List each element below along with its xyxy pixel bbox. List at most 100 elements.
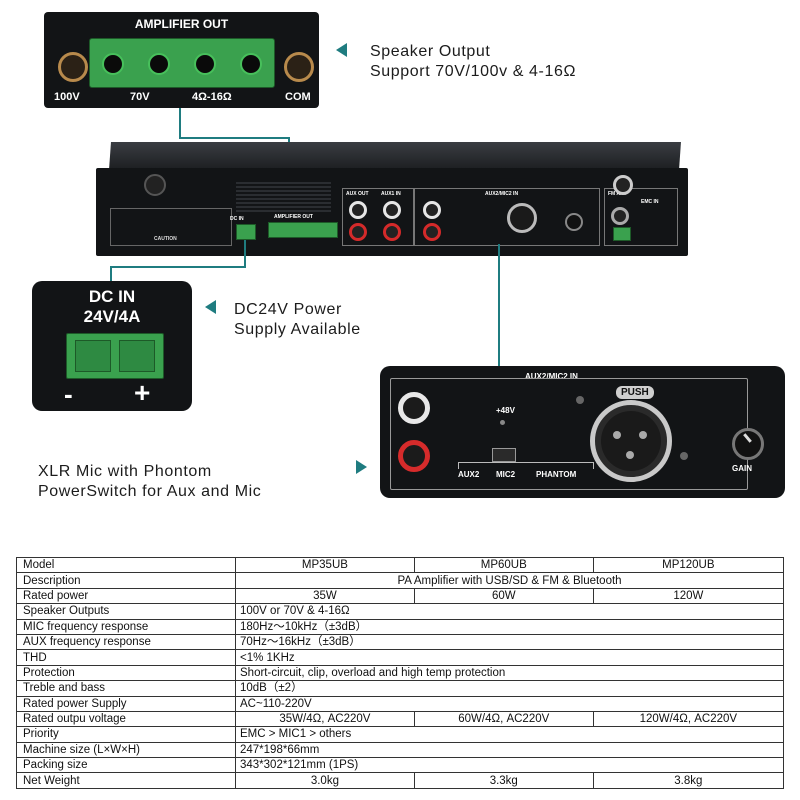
- speaker-callout-line1: Speaker Output: [370, 43, 491, 60]
- row-value: 60W/4Ω, AC220V: [413, 710, 594, 728]
- device-rear-panel: CAUTION DC IN AMPLIFIER OUT AUX OUT AUX1…: [96, 168, 688, 256]
- row-value: 180Hz～10kHz（±3dB）: [235, 618, 784, 635]
- terminal-screw-3: [194, 53, 216, 75]
- device-gain-knob: [565, 213, 583, 231]
- rca-white-3: [423, 201, 441, 219]
- jack-right: [284, 52, 314, 82]
- amp-terminal-block: [89, 38, 275, 88]
- power-callout-line2: Supply Available: [234, 321, 361, 338]
- row-label: Protection: [16, 664, 236, 682]
- xlr-callout-line2: PowerSwitch for Aux and Mic: [38, 483, 262, 500]
- row-label: MIC frequency response: [16, 618, 236, 635]
- rca-red-1: [349, 223, 367, 241]
- gain-knob[interactable]: [732, 428, 764, 460]
- row-label: Rated power: [16, 587, 236, 605]
- phantom-voltage-label: +48V: [496, 406, 515, 415]
- power-cord: [144, 174, 166, 196]
- connector-line: [110, 266, 246, 268]
- row-label: Model: [16, 556, 236, 574]
- push-label: PUSH: [616, 386, 654, 399]
- mic-panel-closeup: AUX2/MIC2 IN +48V AUX2 MIC2 PHANTOM PUSH…: [380, 366, 785, 498]
- row-value: 3.0kg: [235, 772, 415, 789]
- row-label: AUX frequency response: [16, 633, 236, 651]
- row-value: 120W: [592, 587, 785, 605]
- vent-grille: [236, 182, 331, 212]
- fm-emc-panel: FM ANT EMC IN: [604, 175, 678, 246]
- emc-in-label: EMC IN: [641, 199, 659, 205]
- dc-in-closeup: DC IN 24V/4A - +: [32, 281, 192, 411]
- row-label: Machine size (L×W×H): [16, 741, 236, 759]
- emc-jack: [611, 207, 629, 225]
- device-dc-terminal: [236, 224, 256, 240]
- row-value: 10dB（±2）: [235, 680, 784, 697]
- dc-terminal-slot-right: [119, 340, 155, 372]
- row-value: <1% 1KHz: [235, 649, 784, 666]
- row-label: THD: [16, 649, 236, 666]
- rca-white-1: [349, 201, 367, 219]
- row-label: Priority: [16, 726, 236, 743]
- table-row: THD<1% 1KHz: [16, 649, 784, 666]
- dc-plus-label: +: [134, 377, 151, 408]
- row-label: Packing size: [16, 757, 236, 774]
- row-value: AC~110-220V: [235, 695, 784, 712]
- rca-red-jack: [398, 440, 430, 472]
- row-label: Net Weight: [16, 772, 236, 789]
- row-label: Description: [16, 572, 236, 589]
- dc-terminal-block: [66, 333, 164, 379]
- xlr-pin: [626, 451, 634, 459]
- row-value: EMC > MIC1 > others: [235, 726, 784, 743]
- terminal-label-com: COM: [285, 91, 311, 103]
- row-value: 343*302*121mm (1PS): [235, 757, 784, 774]
- aux-in-label: AUX1 IN: [381, 191, 401, 197]
- mic-panel-title: AUX2/MIC2 IN: [525, 372, 578, 381]
- row-value: 100V or 70V & 4-16Ω: [235, 603, 784, 620]
- amplifier-out-title: AMPLIFIER OUT: [134, 17, 229, 31]
- row-value: 120W/4Ω, AC220V: [592, 710, 785, 728]
- caution-label: CAUTION: [154, 236, 177, 242]
- row-value: 60W: [413, 587, 594, 605]
- connector-line: [179, 137, 289, 139]
- fm-ant-label: FM ANT: [608, 191, 627, 197]
- row-value: 70Hz～16kHz（±3dB）: [235, 633, 784, 651]
- row-value: PA Amplifier with USB/SD & FM & Bluetoot…: [235, 572, 784, 589]
- rca-red-2: [383, 223, 401, 241]
- aux-out-label: AUX OUT: [346, 191, 369, 197]
- amplifier-out-closeup: AMPLIFIER OUT 100V 70V 4Ω-16Ω COM: [44, 12, 319, 108]
- rca-red-3: [423, 223, 441, 241]
- row-label: Rated power Supply: [16, 695, 236, 712]
- mic2-panel: AUX2/MIC2 IN: [414, 188, 600, 246]
- connector-line: [244, 240, 246, 268]
- screw-icon: [576, 396, 584, 404]
- device-amp-terminal: [268, 222, 338, 238]
- dc-in-voltage: 24V/4A: [83, 307, 141, 326]
- xlr-pin: [639, 431, 647, 439]
- row-value: 3.8kg: [592, 772, 785, 789]
- selector-switch[interactable]: [492, 448, 516, 462]
- speaker-callout-arrow: [336, 43, 347, 57]
- switch-label-phantom: PHANTOM: [536, 470, 577, 479]
- screw-icon: [680, 452, 688, 460]
- row-value: 247*198*66mm: [235, 741, 784, 759]
- xlr-callout-line1: XLR Mic with Phontom: [38, 463, 212, 480]
- table-row: Model MP35UB MP60UB MP120UB: [16, 556, 785, 574]
- terminal-screw-2: [148, 53, 170, 75]
- row-label: Speaker Outputs: [16, 603, 236, 620]
- row-value: 3.3kg: [413, 772, 594, 789]
- device-dc-in-label: DC IN: [230, 216, 244, 222]
- connector-line: [179, 108, 181, 138]
- row-value: 35W/4Ω, AC220V: [235, 710, 415, 728]
- connector-line: [110, 266, 112, 282]
- terminal-screw-4: [240, 53, 262, 75]
- jack-left: [58, 52, 88, 82]
